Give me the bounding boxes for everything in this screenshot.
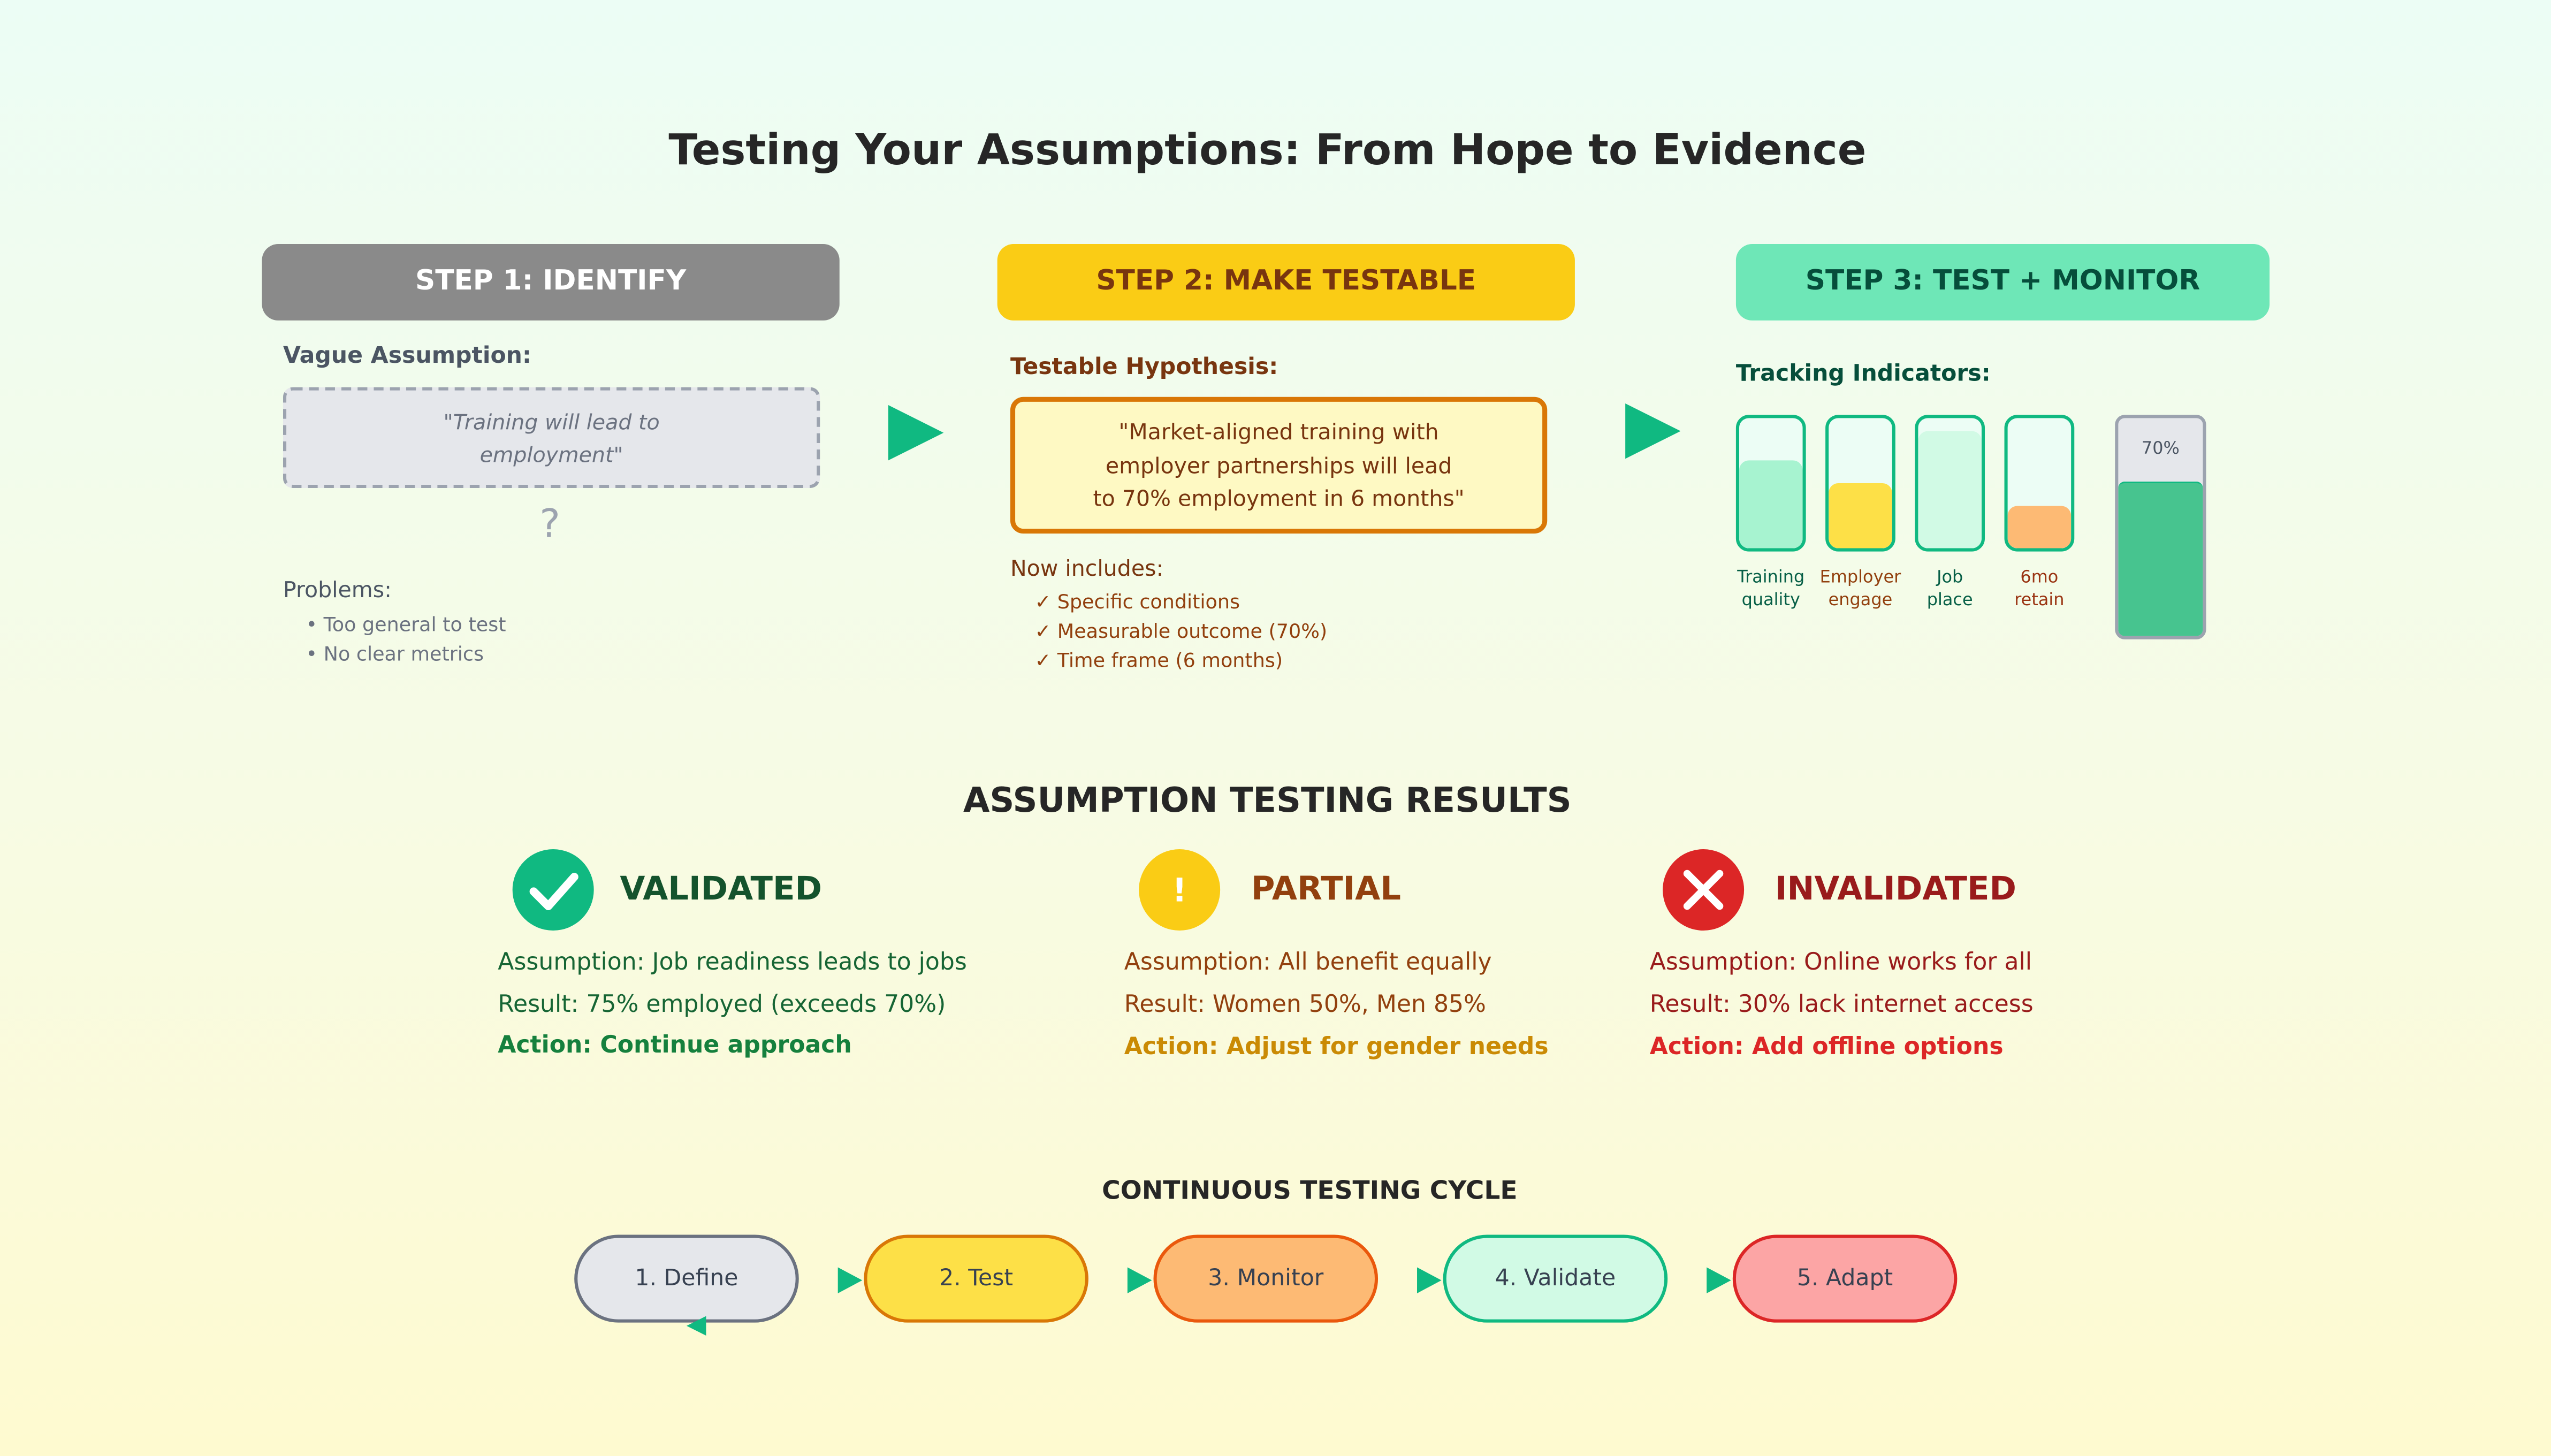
assumption-line-2: employment"	[479, 444, 623, 469]
arrow-right-icon	[1417, 1267, 1442, 1293]
page-title: Testing Your Assumptions: From Hope to E…	[668, 127, 1867, 176]
step2-header: STEP 2: MAKE TESTABLE	[997, 244, 1575, 321]
target-gauge-fill	[2118, 482, 2203, 636]
indicator-label: Training quality	[1726, 566, 1816, 612]
target-gauge: 70%	[2115, 415, 2206, 639]
indicator-fill	[1739, 460, 1803, 548]
partial-heading: PARTIAL	[1251, 868, 1401, 908]
partial-result: Result: Women 50%, Men 85%	[1124, 992, 1486, 1019]
indicator-label-line: Job	[1937, 568, 1963, 588]
includes-label: Now includes:	[1010, 556, 1164, 583]
includes-item: ✓ Time frame (6 months)	[1034, 649, 1283, 672]
includes-item: ✓ Specific conditions	[1034, 590, 1240, 614]
arrow-right-icon	[1707, 1267, 1731, 1293]
indicator-label: 6mo retain	[1994, 566, 2084, 612]
indicator-fill	[1829, 483, 1892, 548]
arrow-right-icon	[1625, 403, 1681, 459]
validated-assumption: Assumption: Job readiness leads to jobs	[498, 950, 967, 977]
testable-hypothesis-box: "Market-aligned training with employer p…	[1010, 397, 1548, 534]
indicator-bar-job-place	[1915, 415, 1985, 552]
indicator-label: Employer engage	[1816, 566, 1905, 612]
question-mark: ?	[539, 501, 560, 547]
problem-item: • Too general to test	[306, 613, 506, 636]
validated-action: Action: Continue approach	[498, 1033, 852, 1059]
hypothesis-line-2: employer partnerships will lead	[1105, 453, 1452, 479]
validated-heading: VALIDATED	[620, 868, 822, 908]
includes-item: ✓ Measurable outcome (70%)	[1034, 620, 1328, 643]
cycle-step-define: 1. Define	[574, 1234, 799, 1323]
cycle-title: CONTINUOUS TESTING CYCLE	[1102, 1176, 1518, 1206]
partial-assumption: Assumption: All benefit equally	[1124, 950, 1492, 977]
step1-header: STEP 1: IDENTIFY	[262, 244, 840, 321]
x-icon	[1663, 849, 1745, 931]
arrow-left-icon	[686, 1316, 706, 1336]
hypothesis-line-3: to 70% employment in 6 months"	[1093, 486, 1465, 513]
indicator-bar-employer-engage	[1825, 415, 1895, 552]
hypothesis-line-1: "Market-aligned training with	[1118, 420, 1439, 446]
step2-label: Testable Hypothesis:	[1010, 354, 1278, 381]
step3-header: STEP 3: TEST + MONITOR	[1735, 244, 2270, 321]
indicator-label-line: Employer	[1819, 568, 1901, 588]
indicator-bar-6mo-retain	[2004, 415, 2075, 552]
problems-label: Problems:	[283, 577, 392, 604]
indicator-label-line: retain	[2014, 590, 2065, 611]
results-title: ASSUMPTION TESTING RESULTS	[963, 781, 1572, 820]
vague-assumption-box: "Training will lead to employment"	[283, 387, 820, 489]
indicator-label-line: engage	[1828, 590, 1893, 611]
cycle-step-test: 2. Test	[864, 1234, 1088, 1323]
indicator-bar-training-quality	[1735, 415, 1806, 552]
invalidated-heading: INVALIDATED	[1775, 868, 2017, 908]
cycle-step-validate: 4. Validate	[1443, 1234, 1668, 1323]
problem-item: • No clear metrics	[306, 642, 484, 666]
indicator-label-line: 6mo	[2020, 568, 2059, 588]
indicator-label-line: quality	[1741, 590, 1800, 611]
cycle-step-adapt: 5. Adapt	[1732, 1234, 1958, 1323]
arrow-right-icon	[1127, 1267, 1152, 1293]
step3-label: Tracking Indicators:	[1735, 361, 1991, 387]
cycle-step-monitor: 3. Monitor	[1153, 1234, 1379, 1323]
indicator-label: Job place	[1905, 566, 1994, 612]
validated-result: Result: 75% employed (exceeds 70%)	[498, 992, 946, 1019]
check-icon	[512, 849, 594, 931]
exclamation-icon: !	[1139, 849, 1221, 931]
assumption-line-1: "Training will lead to	[443, 411, 660, 436]
invalidated-action: Action: Add offline options	[1649, 1034, 2004, 1061]
step1-label: Vague Assumption:	[283, 343, 532, 370]
arrow-right-icon	[888, 405, 944, 461]
invalidated-result: Result: 30% lack internet access	[1649, 992, 2034, 1019]
indicator-label-line: Training	[1737, 568, 1805, 588]
indicator-label-line: place	[1926, 590, 1973, 611]
arrow-right-icon	[837, 1267, 863, 1293]
indicator-fill	[1918, 431, 1982, 548]
invalidated-assumption: Assumption: Online works for all	[1649, 950, 2032, 977]
partial-action: Action: Adjust for gender needs	[1124, 1034, 1549, 1061]
target-label: 70%	[2141, 439, 2180, 459]
indicator-fill	[2007, 505, 2072, 548]
